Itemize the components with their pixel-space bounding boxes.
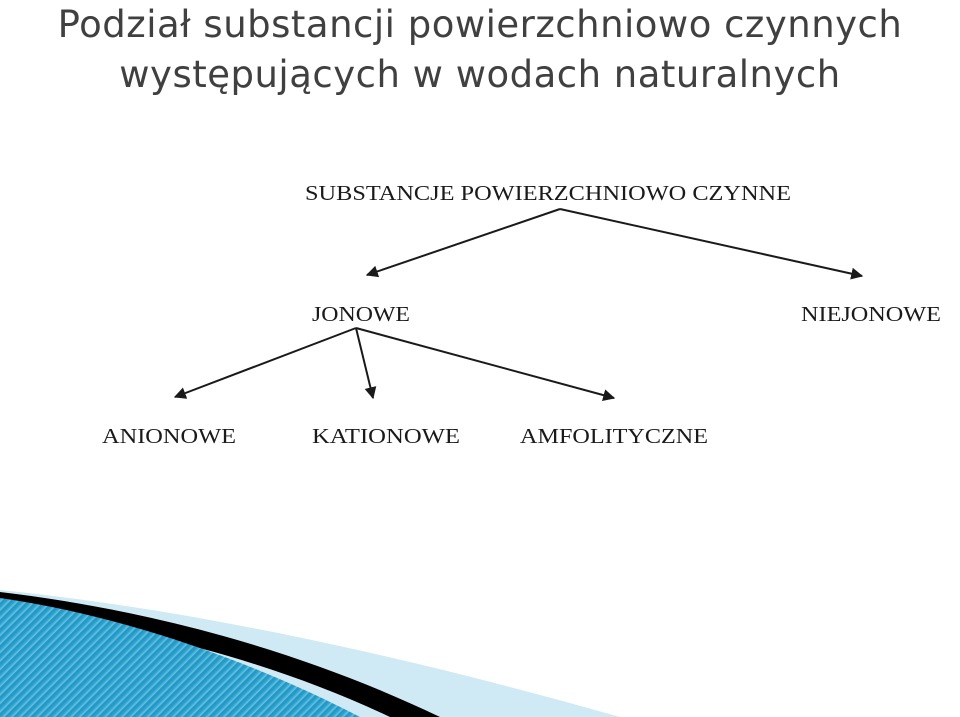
edge-jonowe-amfolityczne bbox=[355, 327, 616, 401]
edge-root-niejonowe bbox=[559, 208, 864, 280]
node-anionowe: ANIONOWE bbox=[102, 424, 236, 448]
swoosh-blue bbox=[0, 598, 360, 717]
title-line-2: występujących w wodach naturalnych bbox=[119, 53, 841, 96]
slide-title: Podział substancji powierzchniowo czynny… bbox=[0, 0, 960, 100]
node-jonowe: JONOWE bbox=[312, 302, 410, 326]
node-kationowe: KATIONOWE bbox=[312, 424, 460, 448]
edge-jonowe-anionowe bbox=[173, 327, 357, 399]
node-niejonowe: NIEJONOWE bbox=[801, 302, 941, 326]
edge-root-jonowe bbox=[365, 208, 561, 278]
edge-jonowe-kationowe bbox=[355, 327, 377, 400]
diagram-nodes: SUBSTANCJE POWIERZCHNIOWO CZYNNE JONOWE … bbox=[102, 181, 941, 448]
node-root: SUBSTANCJE POWIERZCHNIOWO CZYNNE bbox=[305, 181, 791, 205]
node-amfolityczne: AMFOLITYCZNE bbox=[520, 424, 708, 448]
diagram-edges bbox=[173, 208, 864, 401]
title-line-1: Podział substancji powierzchniowo czynny… bbox=[57, 3, 903, 46]
